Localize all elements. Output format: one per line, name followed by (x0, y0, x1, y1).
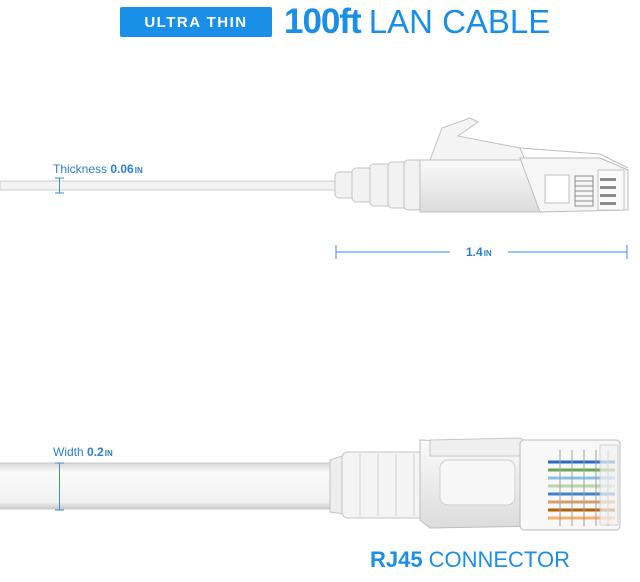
width-measure (55, 462, 64, 511)
connector-type: RJ45 (370, 547, 423, 572)
thickness-text: Thickness (53, 162, 108, 176)
thickness-unit: IN (134, 166, 143, 175)
thickness-measure (55, 177, 64, 194)
thickness-value: 0.06 (110, 162, 134, 176)
connector-word: CONNECTOR (428, 547, 570, 572)
length-value: 1.4 (466, 245, 483, 259)
width-label: Width 0.2IN (53, 445, 113, 459)
length-unit: IN (483, 249, 492, 258)
side-view-cable (0, 117, 629, 213)
width-value: 0.2 (87, 445, 104, 459)
ultra-thin-badge: ULTRA THIN (120, 7, 272, 37)
length-label: 1.4IN (466, 245, 492, 259)
thickness-label: Thickness 0.06IN (53, 162, 143, 176)
length-measure (335, 245, 628, 259)
width-unit: IN (104, 449, 113, 458)
flat-cable (0, 437, 621, 531)
title-length: 100ft (284, 2, 362, 41)
width-text: Width (53, 445, 84, 459)
title-product: LAN CABLE (368, 3, 551, 40)
